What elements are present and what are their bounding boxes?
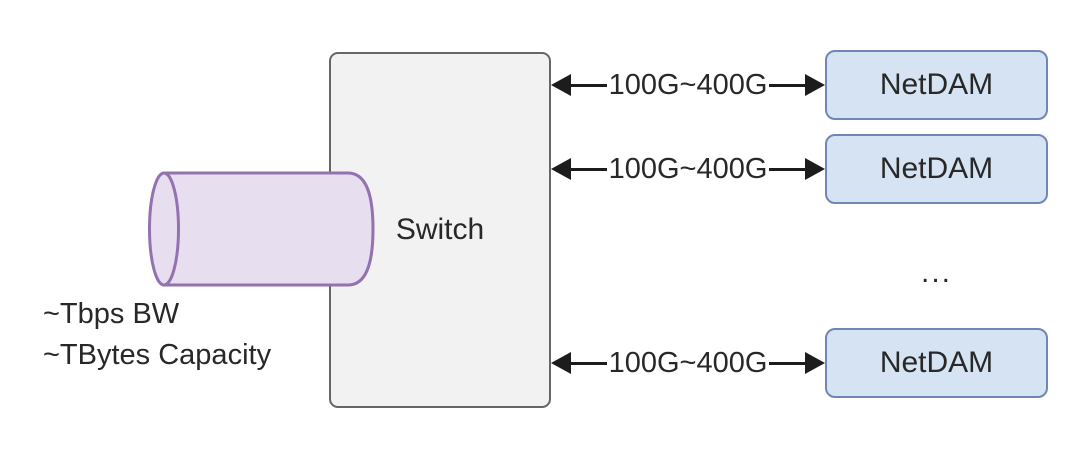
link-line: [571, 361, 607, 365]
more-nodes-ellipsis: ...: [920, 256, 952, 289]
netdam-label: NetDAM: [879, 346, 994, 379]
arrowhead-right-icon: [805, 74, 826, 96]
arrowhead-left-icon: [551, 352, 571, 374]
link-line: [769, 361, 806, 365]
switch-label: Switch: [395, 213, 485, 246]
memory-caption-line2: ~TBytes Capacity: [43, 339, 272, 371]
cylinder-rim: [148, 171, 180, 287]
arrowhead-right-icon: [805, 158, 826, 180]
netdam-label: NetDAM: [879, 68, 994, 101]
link-speed-label: 100G~400G: [608, 152, 768, 185]
memory-caption: ~Tbps BW ~TBytes Capacity: [43, 294, 271, 376]
arrowhead-right-icon: [805, 352, 826, 374]
link-line: [571, 167, 607, 171]
arrowhead-left-icon: [551, 158, 571, 180]
netdam-node-1: NetDAM: [825, 50, 1048, 120]
netdam-node-2: NetDAM: [825, 134, 1048, 204]
memory-caption-line1: ~Tbps BW: [43, 298, 180, 330]
link-line: [571, 83, 607, 87]
link-switch-netdam-2: 100G~400G: [551, 152, 826, 185]
switch-node: Switch: [329, 52, 551, 408]
netdam-node-3: NetDAM: [825, 328, 1048, 398]
link-switch-netdam-3: 100G~400G: [551, 346, 826, 379]
link-line: [769, 167, 806, 171]
arrowhead-left-icon: [551, 74, 571, 96]
link-speed-label: 100G~400G: [608, 346, 768, 379]
link-switch-netdam-1: 100G~400G: [551, 68, 826, 101]
netdam-label: NetDAM: [879, 152, 994, 185]
link-line: [769, 83, 806, 87]
link-speed-label: 100G~400G: [608, 68, 768, 101]
